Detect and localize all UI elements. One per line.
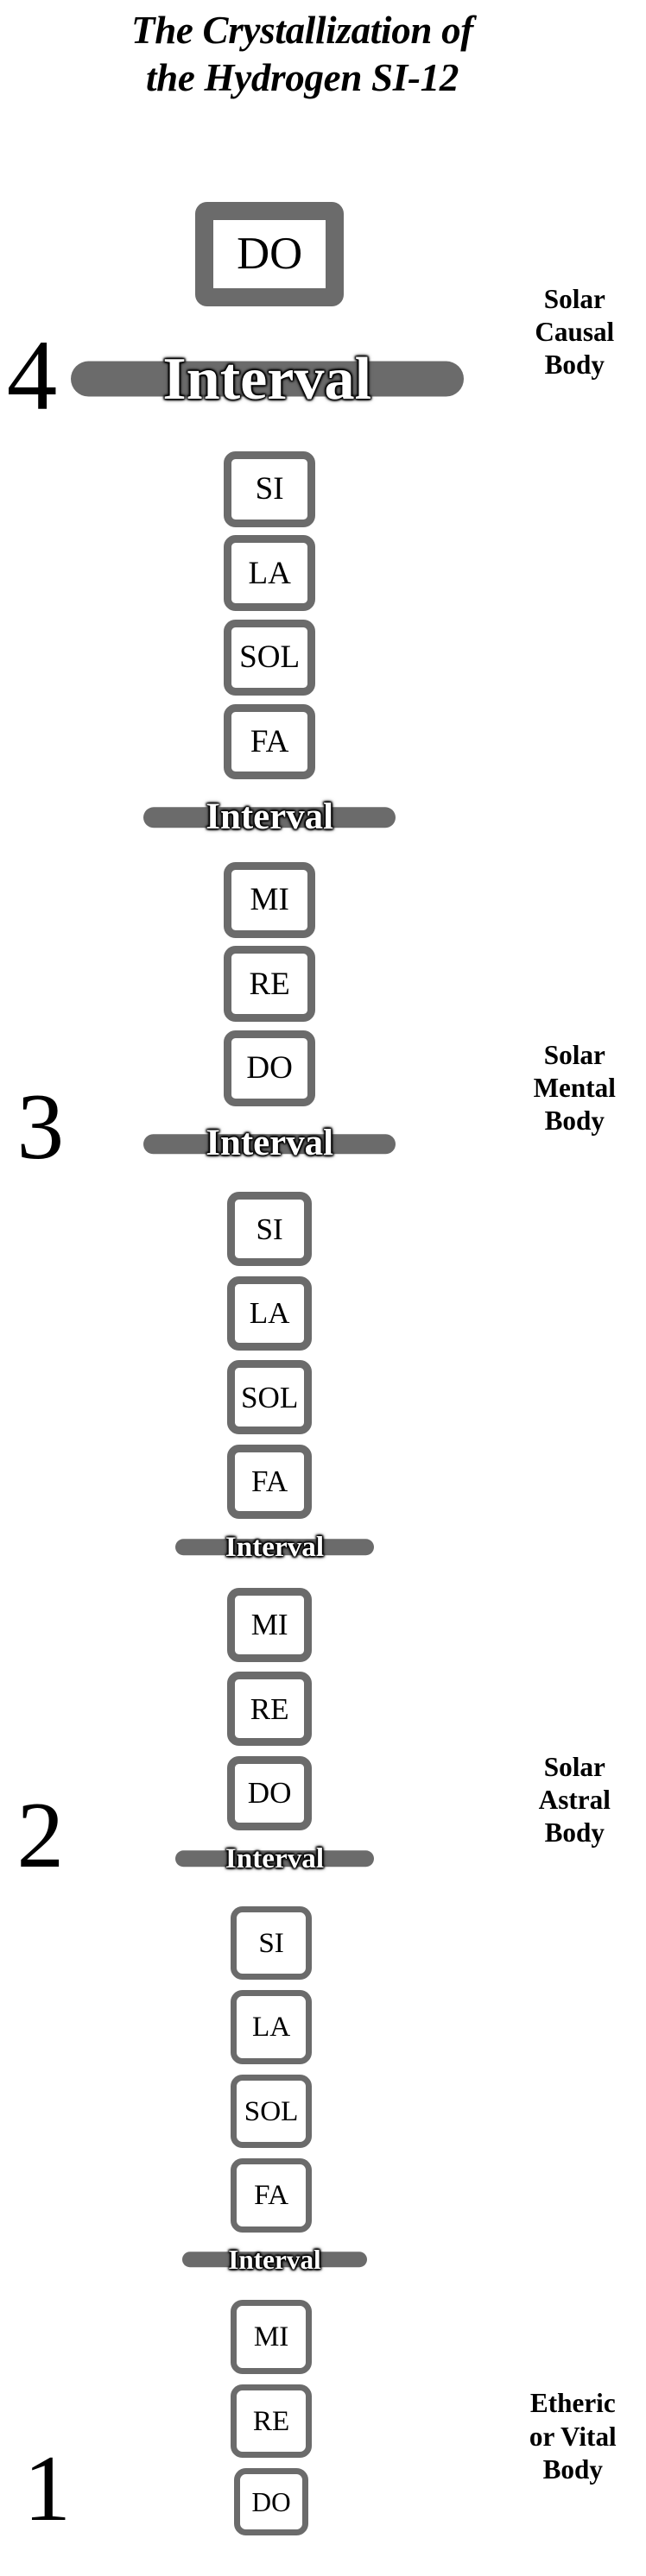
note-label: MI xyxy=(250,882,289,918)
interval-label: Interval xyxy=(225,1531,325,1564)
interval-marker: Interval xyxy=(142,796,396,839)
note-box-mi: MI xyxy=(231,2300,312,2374)
note-box-fa: FA xyxy=(227,1444,312,1519)
note-label: RE xyxy=(252,2404,290,2437)
interval-bar xyxy=(142,807,396,828)
note-box-fa: FA xyxy=(224,703,315,780)
note-box-do: DO xyxy=(234,2468,308,2536)
note-label: SI xyxy=(255,471,284,507)
interval-label: Interval xyxy=(162,344,372,413)
note-box-re: RE xyxy=(227,1672,312,1747)
interval-bar xyxy=(70,361,464,397)
interval-bar xyxy=(174,1539,375,1556)
note-box-re: RE xyxy=(224,946,315,1023)
title-line-1: The Crystallization of xyxy=(131,9,473,52)
interval-label: Interval xyxy=(228,2244,321,2275)
interval-marker: Interval xyxy=(142,1123,396,1165)
note-label: SOL xyxy=(244,2094,299,2127)
interval-bar xyxy=(142,1133,396,1155)
interval-marker: Interval xyxy=(174,1530,375,1564)
interval-marker: Interval xyxy=(181,2244,368,2275)
note-box-do: DO xyxy=(195,202,344,307)
interval-label: Interval xyxy=(206,1123,334,1164)
interval-label: Interval xyxy=(225,1842,325,1875)
note-label: LA xyxy=(248,555,291,591)
note-label: SOL xyxy=(239,639,301,676)
note-label: MI xyxy=(253,2321,289,2353)
level-number-4: 4 xyxy=(6,319,58,431)
note-label: RE xyxy=(249,966,290,1002)
note-label: FA xyxy=(250,723,289,759)
level-number-3: 3 xyxy=(16,1074,65,1179)
note-label: FA xyxy=(251,1464,288,1499)
interval-marker: Interval xyxy=(70,343,464,414)
note-label: SI xyxy=(258,1926,284,1959)
note-label: SI xyxy=(256,1212,283,1246)
note-label: DO xyxy=(251,2486,291,2517)
note-box-sol: SOL xyxy=(224,619,315,696)
note-box-si: SI xyxy=(224,450,315,527)
note-label: FA xyxy=(254,2179,289,2212)
level-number-1: 1 xyxy=(23,2435,71,2541)
note-box-mi: MI xyxy=(227,1587,312,1662)
note-box-la: LA xyxy=(231,1990,312,2064)
note-box-si: SI xyxy=(231,1905,312,1981)
interval-bar xyxy=(174,1850,375,1867)
body-label-2: Solar Mental Body xyxy=(533,1039,616,1136)
note-box-re: RE xyxy=(231,2384,312,2459)
note-box-sol: SOL xyxy=(227,1360,312,1435)
note-box-la: LA xyxy=(224,535,315,612)
note-box-sol: SOL xyxy=(231,2074,312,2149)
note-box-la: LA xyxy=(227,1275,312,1351)
interval-label: Interval xyxy=(206,796,334,837)
body-label-1: Solar Causal Body xyxy=(535,283,615,380)
interval-bar xyxy=(181,2252,368,2267)
note-box-mi: MI xyxy=(224,861,315,938)
page-title: The Crystallization of the Hydrogen SI-1… xyxy=(0,7,605,102)
note-box-fa: FA xyxy=(231,2158,312,2233)
note-label: DO xyxy=(247,1776,292,1811)
note-box-si: SI xyxy=(227,1192,312,1267)
note-label: LA xyxy=(249,1296,290,1331)
note-label: LA xyxy=(252,2011,291,2044)
title-line-2: the Hydrogen SI-12 xyxy=(145,55,459,99)
note-label: SOL xyxy=(240,1380,299,1414)
body-label-4: Etheric or Vital Body xyxy=(529,2388,617,2485)
level-number-2: 2 xyxy=(16,1782,65,1887)
note-box-do: DO xyxy=(227,1755,312,1830)
note-label: MI xyxy=(250,1608,288,1642)
note-label: DO xyxy=(237,229,303,280)
note-label: RE xyxy=(250,1691,289,1726)
note-box-do: DO xyxy=(224,1030,315,1106)
interval-marker: Interval xyxy=(174,1842,375,1875)
note-label: DO xyxy=(246,1050,293,1086)
body-label-3: Solar Astral Body xyxy=(538,1752,611,1849)
